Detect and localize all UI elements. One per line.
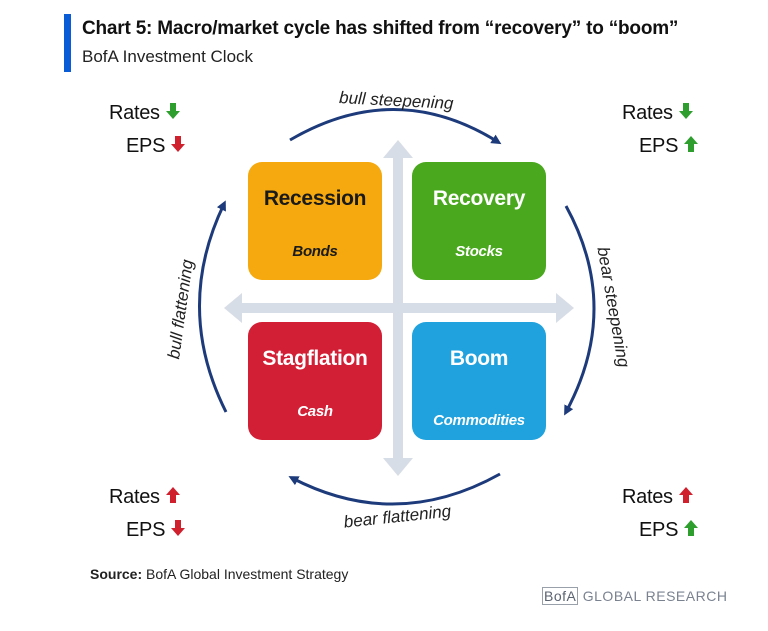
arrow-up-icon bbox=[165, 486, 180, 509]
eps-label: EPS bbox=[126, 519, 166, 541]
cycle-arrow-right bbox=[564, 205, 596, 416]
brand-logo: BofA bbox=[542, 587, 579, 605]
arrow-down-icon bbox=[165, 102, 180, 125]
arrow-down-icon bbox=[171, 135, 186, 158]
chart-title: Chart 5: Macro/market cycle has shifted … bbox=[82, 18, 679, 39]
cycle-arrow-left bbox=[198, 200, 228, 413]
cycle-arrow-top bbox=[289, 108, 502, 145]
eps-label: EPS bbox=[639, 135, 679, 157]
source-text: BofA Global Investment Strategy bbox=[146, 566, 349, 582]
indicator-bottom-right-rates: Rates bbox=[622, 486, 693, 509]
quadrant-asset: Stocks bbox=[455, 243, 503, 260]
indicator-bottom-left-eps: EPS bbox=[126, 519, 186, 542]
indicator-top-left-rates: Rates bbox=[109, 102, 180, 125]
quadrant-stagflation: Stagflation Cash bbox=[248, 322, 382, 440]
rates-label: Rates bbox=[109, 486, 160, 508]
quadrant-name: Recovery bbox=[432, 187, 526, 210]
quadrant-boom: Boom Commodities bbox=[412, 322, 546, 440]
eps-label: EPS bbox=[639, 519, 679, 541]
quadrant-name: Boom bbox=[449, 347, 509, 370]
arrow-down-icon bbox=[678, 102, 693, 125]
source-note: Source: BofA Global Investment Strategy bbox=[90, 566, 348, 582]
quadrant-asset: Cash bbox=[297, 403, 333, 420]
quadrant-name: Recession bbox=[263, 187, 367, 210]
quadrant-name: Stagflation bbox=[262, 347, 368, 370]
indicator-top-right-eps: EPS bbox=[639, 135, 699, 158]
source-label: Source: bbox=[90, 566, 143, 582]
cycle-label-top: bull steepening bbox=[339, 88, 455, 113]
cycle-label-right: bear steepening bbox=[593, 245, 633, 369]
eps-label: EPS bbox=[126, 135, 166, 157]
arrow-up-icon bbox=[684, 519, 699, 542]
chart-subtitle: BofA Investment Clock bbox=[82, 47, 254, 66]
indicator-bottom-left-rates: Rates bbox=[109, 486, 180, 509]
brand-text: GLOBAL RESEARCH bbox=[582, 588, 728, 604]
rates-label: Rates bbox=[109, 102, 160, 124]
cycle-arrow-bottom bbox=[288, 472, 501, 506]
indicator-bottom-right-eps: EPS bbox=[639, 519, 699, 542]
indicator-top-left-eps: EPS bbox=[126, 135, 186, 158]
arrow-up-icon bbox=[684, 135, 699, 158]
arrow-down-icon bbox=[171, 519, 186, 542]
quadrant-asset: Bonds bbox=[292, 243, 338, 260]
quadrant-recession: Recession Bonds bbox=[248, 162, 382, 280]
quadrant-asset: Commodities bbox=[433, 412, 525, 429]
quadrant-recovery: Recovery Stocks bbox=[412, 162, 546, 280]
arrow-up-icon bbox=[678, 486, 693, 509]
brand-footer: BofA GLOBAL RESEARCH bbox=[542, 587, 728, 605]
rates-label: Rates bbox=[622, 486, 673, 508]
cycle-label-bottom: bear flattening bbox=[343, 501, 453, 531]
axis-cross bbox=[224, 140, 574, 476]
rates-label: Rates bbox=[622, 102, 673, 124]
cycle-label-left: bull flattening bbox=[164, 258, 197, 360]
indicator-top-right-rates: Rates bbox=[622, 102, 693, 125]
title-accent-bar bbox=[64, 14, 71, 72]
